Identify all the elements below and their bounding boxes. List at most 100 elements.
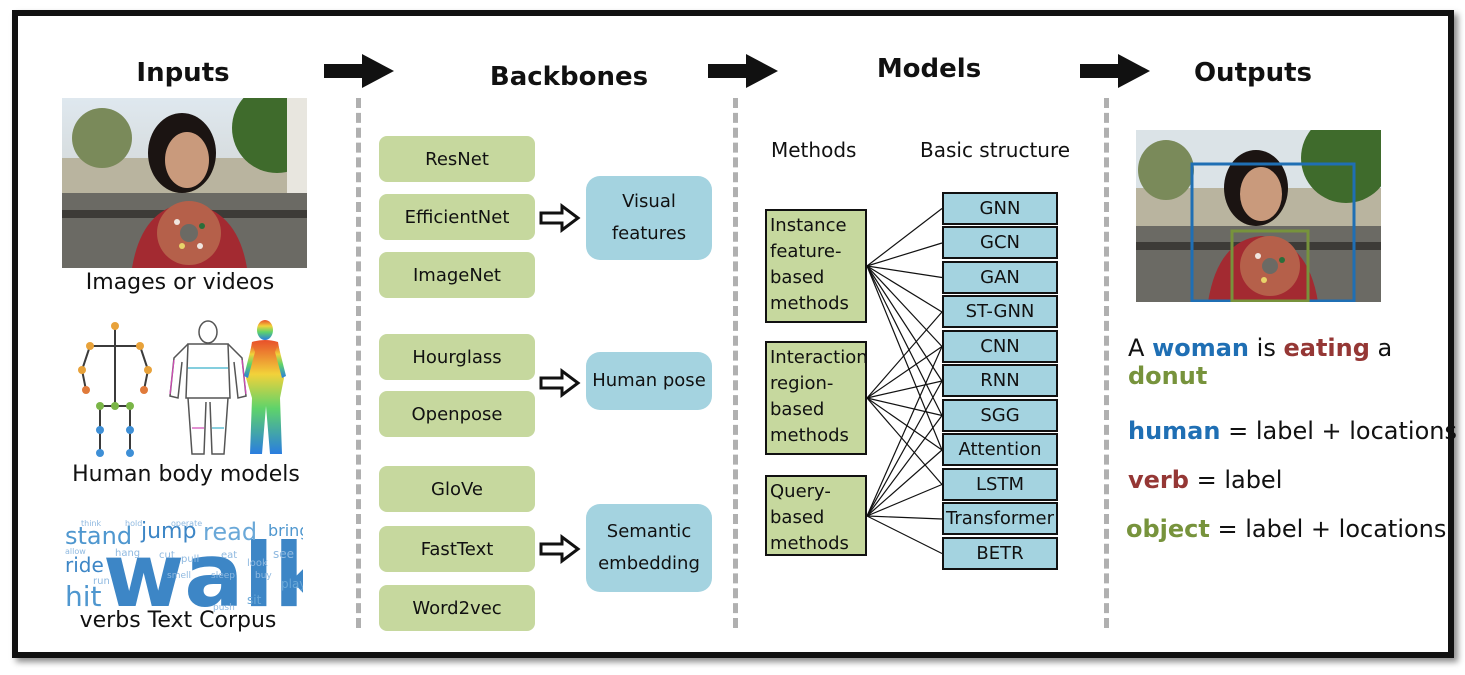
wordcloud-play: play [281, 577, 303, 591]
sentence-word-donut: donut [1128, 362, 1208, 390]
structure-lstm: LSTM [942, 468, 1058, 501]
human-key: human [1128, 417, 1221, 445]
images-caption: Images or videos [85, 270, 275, 295]
separator-1 [356, 98, 361, 628]
backbone-efficientnet: EfficientNet [379, 194, 535, 240]
link-line [866, 397, 943, 417]
verb-value: = label [1196, 466, 1283, 494]
semantic-arrow [539, 534, 581, 564]
method-interaction-region: Interaction region-based methods [765, 341, 868, 455]
wordcloud-jump: jump [140, 519, 196, 544]
sentence-word-a: A [1128, 334, 1145, 362]
wordcloud-see: see [273, 547, 294, 561]
separator-2 [733, 98, 738, 628]
link-line [866, 380, 943, 517]
wordcloud-read: read [203, 518, 257, 546]
structure-rnn: RNN [942, 364, 1058, 397]
backbone-resnet: ResNet [379, 136, 535, 182]
backbone-word2vec: Word2vec [379, 585, 535, 631]
wordcloud-sleep: sleep [211, 571, 235, 581]
link-line [866, 242, 943, 267]
structure-st-gnn: ST-GNN [942, 295, 1058, 328]
methods-header: Methods [771, 138, 857, 162]
link-line [866, 311, 943, 399]
output-photo [1136, 130, 1381, 302]
output-verb-line: verb = label [1128, 466, 1282, 494]
wordcloud-cut: cut [159, 550, 175, 561]
link-line [866, 449, 943, 517]
link-line [866, 208, 943, 267]
sentence-word-woman: woman [1152, 334, 1250, 362]
wordcloud-walk: walk [103, 524, 303, 613]
link-line [866, 483, 943, 517]
backbone-hourglass: Hourglass [379, 334, 535, 380]
wordcloud-ride: ride [65, 553, 104, 577]
structure-sgg: SGG [942, 399, 1058, 432]
wordcloud-buy: buy [255, 571, 272, 581]
wordcloud-operate: operate [171, 519, 202, 528]
structure-cnn: CNN [942, 330, 1058, 363]
body-caption: Human body models [72, 462, 300, 487]
wordcloud-eat: eat [221, 550, 237, 561]
backbone-imagenet: ImageNet [379, 252, 535, 298]
method-query-based: Query-based methods [765, 475, 867, 556]
output-object-line: object = label + locations [1126, 515, 1446, 543]
visual-arrow [539, 203, 581, 233]
structure-header: Basic structure [920, 138, 1071, 162]
wordcloud-hold: hold [125, 519, 142, 528]
output-sentence: A woman is eating a donut [1128, 334, 1465, 390]
backbone-fasttext: FastText [379, 526, 535, 572]
stage-arrow-2 [708, 54, 778, 88]
output-human-line: human = label + locations [1128, 417, 1457, 445]
visual-features-box: Visual features [586, 176, 712, 260]
structure-transformer: Transformer [942, 502, 1058, 535]
input-photo [62, 98, 307, 268]
verb-key: verb [1128, 466, 1189, 494]
sentence-word-a2: a [1377, 334, 1393, 362]
structure-gcn: GCN [942, 226, 1058, 259]
word-cloud-image: walk stand jump read bring ride hit see … [63, 518, 303, 613]
object-bbox [1230, 229, 1310, 302]
sentence-word-is: is [1256, 334, 1276, 362]
link-line [866, 380, 943, 399]
wordcloud-sit: sit [247, 593, 262, 607]
human-body-models-figure [78, 320, 286, 457]
wordcloud-smell: smell [167, 571, 191, 581]
wordcloud-allow: allow [65, 547, 86, 556]
wordcloud-think: think [81, 519, 102, 528]
backbones-heading: Backbones [489, 62, 649, 92]
wordcloud-stand: stand [65, 522, 132, 550]
object-key: object [1126, 515, 1210, 543]
link-line [866, 265, 943, 382]
wordcloud-look: look [247, 558, 268, 569]
semantic-embedding-box: Semantic embedding [586, 504, 712, 592]
wordcloud-push: push [213, 603, 235, 613]
backbone-glove: GloVe [379, 466, 535, 512]
link-line [866, 265, 943, 451]
wordcloud-pull: pull [181, 554, 199, 565]
stage-arrow-3 [1080, 54, 1150, 88]
link-line [866, 415, 943, 517]
models-heading: Models [876, 54, 982, 84]
link-line [866, 346, 943, 399]
link-line [866, 397, 943, 451]
link-line [866, 265, 943, 279]
corpus-caption: verbs Text Corpus [79, 608, 277, 633]
stage-arrow-1 [324, 54, 394, 88]
structure-betr: BETR [942, 537, 1058, 570]
wordcloud-bring: bring [268, 521, 303, 540]
wordcloud-hit: hit [65, 580, 102, 613]
structure-attention: Attention [942, 433, 1058, 466]
structure-gan: GAN [942, 261, 1058, 294]
method-instance-feature: Instance feature-based methods [765, 209, 867, 323]
object-value: = label + locations [1217, 515, 1447, 543]
link-line [866, 346, 943, 517]
link-line [866, 265, 943, 313]
link-line [866, 265, 943, 416]
backbone-openpose: Openpose [379, 391, 535, 437]
outputs-heading: Outputs [1193, 58, 1313, 88]
inputs-heading: Inputs [136, 58, 230, 88]
link-line [866, 397, 943, 485]
human-value: = label + locations [1228, 417, 1457, 445]
